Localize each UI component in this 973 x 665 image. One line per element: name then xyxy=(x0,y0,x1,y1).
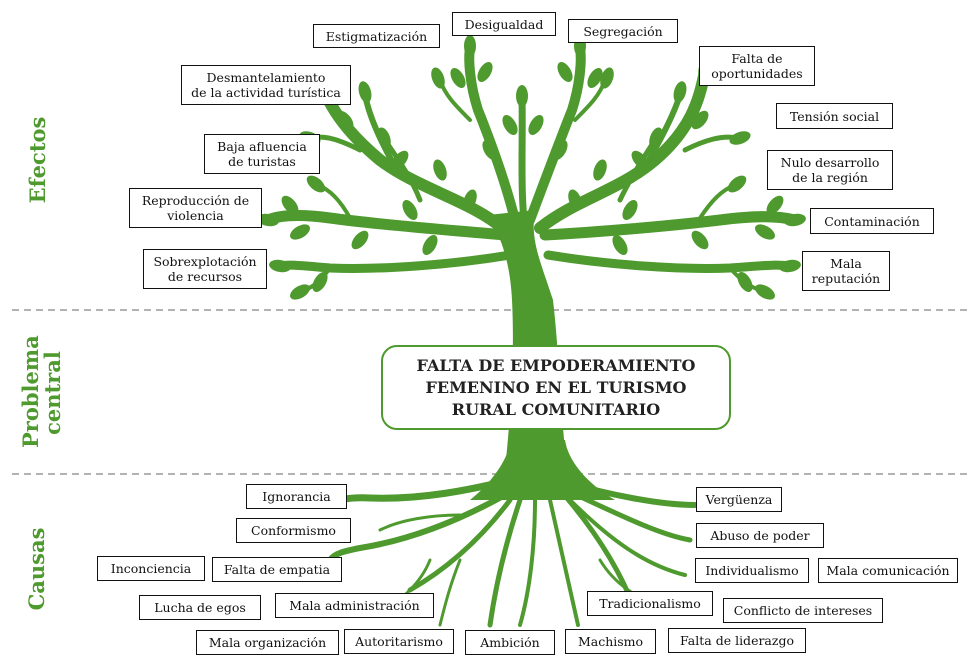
cause-label: Vergüenza xyxy=(696,487,782,512)
effect-label: Reproducción de violencia xyxy=(129,188,262,228)
cause-label: Ignorancia xyxy=(246,484,347,509)
section-label-causes: Causas xyxy=(24,527,49,611)
tree-roots xyxy=(321,476,698,628)
effect-label: Desmantelamiento de la actividad turísti… xyxy=(181,65,351,105)
effect-label: Baja afluencia de turistas xyxy=(204,134,320,174)
effect-label: Segregación xyxy=(568,19,678,43)
cause-label: Falta de empatia xyxy=(212,557,342,582)
central-problem-box: FALTA DE EMPODERAMIENTO FEMENINO EN EL T… xyxy=(381,345,731,430)
effect-label: Falta de oportunidades xyxy=(699,46,815,86)
cause-label: Individualismo xyxy=(695,558,809,583)
section-label-central: Problema central xyxy=(18,335,65,448)
cause-label: Mala comunicación xyxy=(818,558,958,583)
effect-label: Contaminación xyxy=(810,208,934,234)
cause-label: Ambición xyxy=(465,630,555,655)
section-label-effects: Efectos xyxy=(25,116,50,204)
cause-label: Mala organización xyxy=(196,630,339,655)
cause-label: Autoritarismo xyxy=(344,629,454,654)
effect-label: Sobrexplotación de recursos xyxy=(143,249,267,289)
cause-label: Conformismo xyxy=(236,518,351,543)
cause-label: Abuso de poder xyxy=(696,523,824,548)
effect-label: Nulo desarrollo de la región xyxy=(767,150,893,190)
cause-label: Machismo xyxy=(565,629,656,654)
cause-label: Conflicto de intereses xyxy=(723,598,883,623)
effect-label: Estigmatización xyxy=(313,24,440,48)
cause-label: Tradicionalismo xyxy=(587,591,713,616)
effect-label: Mala reputación xyxy=(802,251,890,291)
effect-label: Tensión social xyxy=(776,103,893,129)
central-problem-text: FALTA DE EMPODERAMIENTO FEMENINO EN EL T… xyxy=(416,355,696,419)
cause-label: Lucha de egos xyxy=(139,595,261,620)
effect-label: Desigualdad xyxy=(452,12,556,36)
tree-leaves xyxy=(257,35,806,300)
cause-label: Inconciencia xyxy=(97,556,205,581)
cause-label: Falta de liderazgo xyxy=(668,628,806,653)
cause-label: Mala administración xyxy=(275,593,434,618)
